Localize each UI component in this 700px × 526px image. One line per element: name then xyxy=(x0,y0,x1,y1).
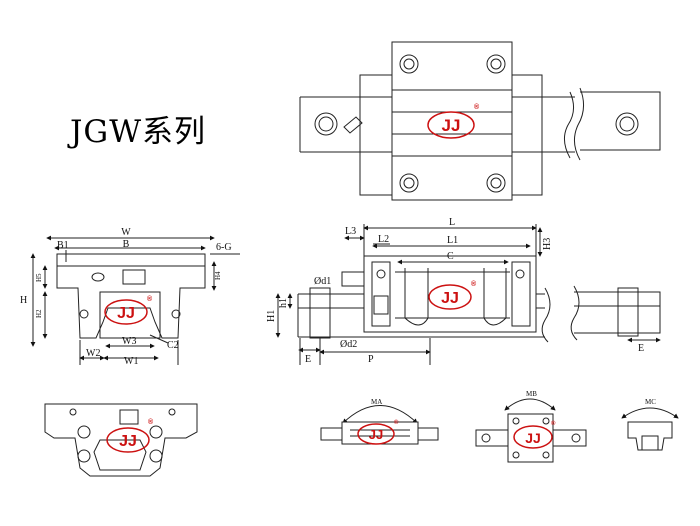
top-end-seal-left xyxy=(359,74,393,196)
side-end-seal-right xyxy=(511,261,531,327)
label-H2: H2 xyxy=(35,309,43,318)
jj-logo-mb: JJ ® xyxy=(513,420,556,449)
top-view xyxy=(299,41,661,201)
side-break-line xyxy=(541,285,580,343)
section-block-outline xyxy=(44,403,198,477)
jj-logo-ma: JJ ® xyxy=(357,419,399,445)
label-MB: MB xyxy=(526,390,537,398)
top-break-line xyxy=(564,87,584,161)
top-rail-right xyxy=(580,91,661,151)
svg-text:®: ® xyxy=(551,420,556,427)
jj-logo-front: JJ ® xyxy=(104,295,153,325)
side-rail-bolt-left xyxy=(309,287,331,339)
svg-text:JJ: JJ xyxy=(117,305,135,322)
svg-text:®: ® xyxy=(394,419,399,426)
moment-mc-view xyxy=(621,407,679,451)
label-d1: Ød1 xyxy=(314,276,331,287)
front-side-screw-left xyxy=(79,309,89,319)
label-C: C xyxy=(447,251,454,262)
bottom-section-view xyxy=(44,403,198,477)
side-screw-right xyxy=(515,269,525,279)
label-L1: L1 xyxy=(447,235,458,246)
side-rail-right xyxy=(574,291,661,334)
side-rail-bolt-right xyxy=(617,287,639,337)
label-H: H xyxy=(20,295,27,306)
svg-text:JJ: JJ xyxy=(525,430,541,446)
section-ball-4 xyxy=(149,449,163,463)
svg-text:®: ® xyxy=(148,418,154,426)
jj-logo-section: JJ ® xyxy=(106,418,154,453)
top-rail-hole-left xyxy=(314,112,338,136)
mc-block-outline xyxy=(627,421,673,451)
mb-block xyxy=(507,413,554,463)
label-W: W xyxy=(121,227,131,238)
svg-text:®: ® xyxy=(471,280,477,288)
svg-text:JJ: JJ xyxy=(441,290,459,307)
label-B1: B1 xyxy=(57,240,69,251)
moment-mb-view xyxy=(475,398,587,463)
section-grease-port xyxy=(119,409,139,425)
label-P: P xyxy=(368,354,374,365)
front-view xyxy=(30,235,240,365)
jj-logo-side: JJ ® xyxy=(428,280,477,310)
side-ball-track-left xyxy=(404,268,429,326)
label-H1: H1 xyxy=(266,310,277,322)
label-B: B xyxy=(123,239,130,250)
label-W3: W3 xyxy=(122,336,136,347)
label-E-right: E xyxy=(638,343,644,354)
svg-text:®: ® xyxy=(147,295,153,303)
label-W2: W2 xyxy=(86,348,100,359)
side-ball-track-right xyxy=(483,268,507,326)
top-mount-hole-2 xyxy=(486,54,506,74)
label-W1: W1 xyxy=(124,356,138,367)
svg-text:JJ: JJ xyxy=(119,433,137,450)
front-rail xyxy=(99,291,161,339)
top-mount-hole-1 xyxy=(399,54,419,74)
label-H3: H3 xyxy=(542,238,553,250)
moment-labels: MA MB MC xyxy=(371,390,656,406)
label-H4: H4 xyxy=(214,271,222,280)
side-grease-cap xyxy=(373,295,389,315)
section-rail-profile xyxy=(93,439,147,471)
top-mount-hole-4 xyxy=(486,173,506,193)
top-grease-nipple xyxy=(343,116,363,134)
label-L: L xyxy=(449,217,455,228)
front-side-screw xyxy=(171,309,181,319)
section-ball-3 xyxy=(149,425,163,439)
side-end-seal-left xyxy=(371,261,391,327)
label-L3: L3 xyxy=(345,226,356,237)
jj-logo-top: JJ ® xyxy=(427,103,480,139)
top-rail-hole-right xyxy=(615,112,639,136)
side-view xyxy=(275,224,661,365)
side-block-body xyxy=(363,255,537,333)
label-MA: MA xyxy=(371,398,382,406)
svg-text:JJ: JJ xyxy=(442,116,461,135)
label-H5: H5 xyxy=(35,273,43,282)
label-L2: L2 xyxy=(378,234,389,245)
label-E-left: E xyxy=(305,354,311,365)
side-grease-nipple xyxy=(341,271,365,287)
top-end-seal-right xyxy=(509,74,543,196)
series-title: JGW系列 xyxy=(70,114,207,150)
side-view-labels: L L3 L2 L1 C H3 Ød1 h1 H1 Ød2 E P E xyxy=(266,217,644,365)
front-view-labels: W B1 B 6-G H H5 H2 H4 W2 W3 W1 C2 xyxy=(20,227,232,367)
front-grease-port xyxy=(91,272,105,282)
front-grease-nipple xyxy=(122,269,146,285)
label-d2: Ød2 xyxy=(340,339,357,350)
svg-text:JJ: JJ xyxy=(369,427,383,442)
section-ball-1 xyxy=(77,425,91,439)
svg-text:®: ® xyxy=(474,103,480,111)
front-block-top-plate xyxy=(56,253,206,267)
top-mount-hole-3 xyxy=(399,173,419,193)
side-screw-left xyxy=(376,269,386,279)
label-MC: MC xyxy=(645,398,656,406)
front-block-outline xyxy=(56,265,206,339)
label-6-G: 6-G xyxy=(216,242,232,253)
label-C2: C2 xyxy=(167,340,179,351)
label-h1: h1 xyxy=(278,298,289,308)
section-ball-2 xyxy=(77,449,91,463)
